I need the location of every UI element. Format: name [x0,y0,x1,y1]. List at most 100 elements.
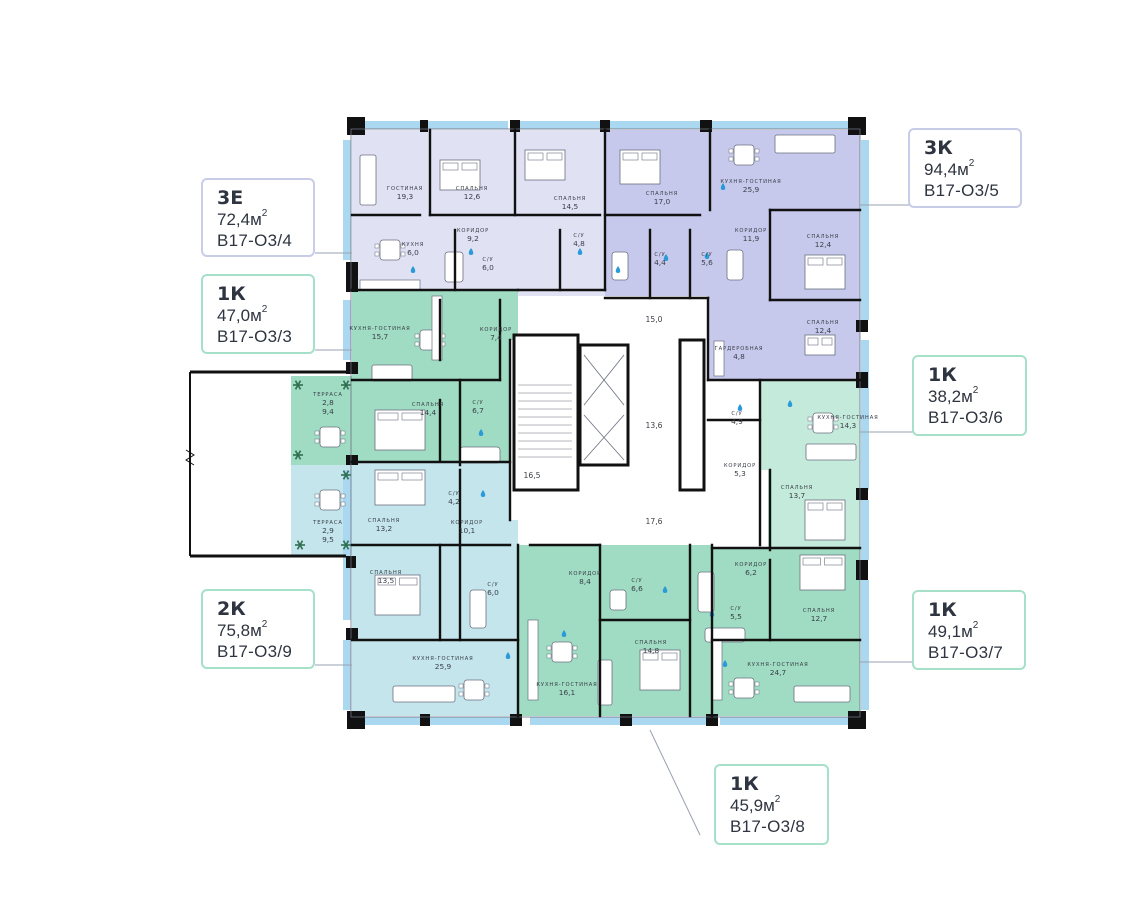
room-area: 12,4 [815,326,832,335]
shaft [678,338,706,492]
room-label: С/У4,4 [654,252,666,267]
window [343,300,351,360]
elevator-shaft [578,343,630,467]
room-area: 5,3 [734,469,746,478]
dining-table-icon [728,677,760,699]
apartment-code: В17-О3/3 [217,327,293,346]
room-area: 5,6 [701,258,713,267]
water-drop-icon [737,404,743,411]
window [343,140,351,260]
water-drop-icon [722,660,728,667]
room-area: 24,7 [770,668,787,677]
room-area: 11,9 [743,234,760,243]
room-area: 13,5 [378,576,395,585]
water-drop-icon [720,183,726,190]
water-drop-icon [478,429,484,436]
core-area: 16,5 [524,471,541,480]
water-drop-icon [410,266,416,273]
core-area: 13,6 [646,421,663,430]
apartment-card-1k-8[interactable]: 1К 45,9м2 В17-О3/8 [714,764,829,845]
room-name: СПАЛЬНЯ [646,191,678,197]
sofa-icon [793,685,851,703]
room-area: 6,2 [745,568,757,577]
column [347,117,365,135]
room-area: 6,0 [482,263,494,272]
water-drop-icon [704,252,710,259]
apartment-card-1k-3[interactable]: 1К 47,0м2 В17-О3/3 [201,274,315,354]
apartment-code: В17-О3/9 [217,642,293,661]
room-area: 7,4 [490,333,502,342]
apartment-card-1k-7[interactable]: 1К 49,1м2 В17-О3/7 [912,590,1026,670]
window [630,717,710,725]
bathtub-icon [609,589,627,611]
room-area: 14,4 [420,408,437,417]
apartment-code: В17-О3/4 [217,231,293,250]
column [856,320,868,332]
apartment-code: В17-О3/7 [928,643,1004,662]
dining-table-icon [314,489,346,511]
room-name: СПАЛЬНЯ [781,485,813,491]
walls [346,117,868,729]
apartment-type: 3Е [217,187,244,209]
plant-icon [295,540,305,550]
room-area: 6,7 [472,406,484,415]
apartment-card-3e[interactable]: 3Е 72,4м2 В17-О3/4 [201,178,315,257]
sofa-icon [359,154,377,206]
core-area: 17,6 [646,517,663,526]
room-area: 4,9 [731,417,743,426]
room-name: СПАЛЬНЯ [368,518,400,524]
window [720,717,850,725]
bathtub-icon [726,249,744,281]
room-name: КУХНЯ-ГОСТИНАЯ [747,662,808,668]
room-name: С/У [472,400,483,406]
column [510,714,522,726]
apartment-card-3k[interactable]: 3К 94,4м2 В17-О3/5 [908,128,1022,208]
room-label: С/У4,2 [448,491,460,506]
apartment-card-2k[interactable]: 2К 75,8м2 В17-О3/9 [201,589,315,669]
room-area: 4,4 [654,258,666,267]
room-label: С/У6,0 [487,582,499,597]
room-area-total: 9,4 [322,407,334,416]
window [530,717,620,725]
room-label: С/У6,6 [631,578,643,593]
room-area: 9,2 [467,234,479,243]
apartment-card-1k-6[interactable]: 1К 38,2м2 В17-О3/6 [912,355,1027,436]
room-area: 4,8 [733,352,745,361]
apartment-type: 1К [730,773,759,795]
stove-icon [711,639,723,701]
column [510,120,520,132]
plant-icon [293,380,303,390]
stove-icon [359,279,421,291]
room-area: 2,9 [322,526,334,535]
room-area: 25,9 [743,185,760,194]
apartment-area: 75,8м2 [217,619,268,641]
column [856,560,868,580]
water-drop-icon [615,266,621,273]
apartment-type: 1К [217,283,246,305]
room-label: С/У4,9 [731,411,743,426]
room-area: 5,5 [730,612,742,621]
room-label: С/У5,6 [701,252,713,267]
room-name: С/У [482,257,493,263]
apartment-type: 1К [928,364,957,386]
apartment-area: 72,4м2 [217,208,268,230]
stairwell [512,333,580,492]
window [360,717,510,725]
sofa-icon [805,443,857,461]
bed-icon [374,469,426,506]
building-core [185,333,706,558]
room-name: СПАЛЬНЯ [807,234,839,240]
stove-icon [527,619,539,701]
room-name: КУХНЯ-ГОСТИНАЯ [536,682,597,688]
